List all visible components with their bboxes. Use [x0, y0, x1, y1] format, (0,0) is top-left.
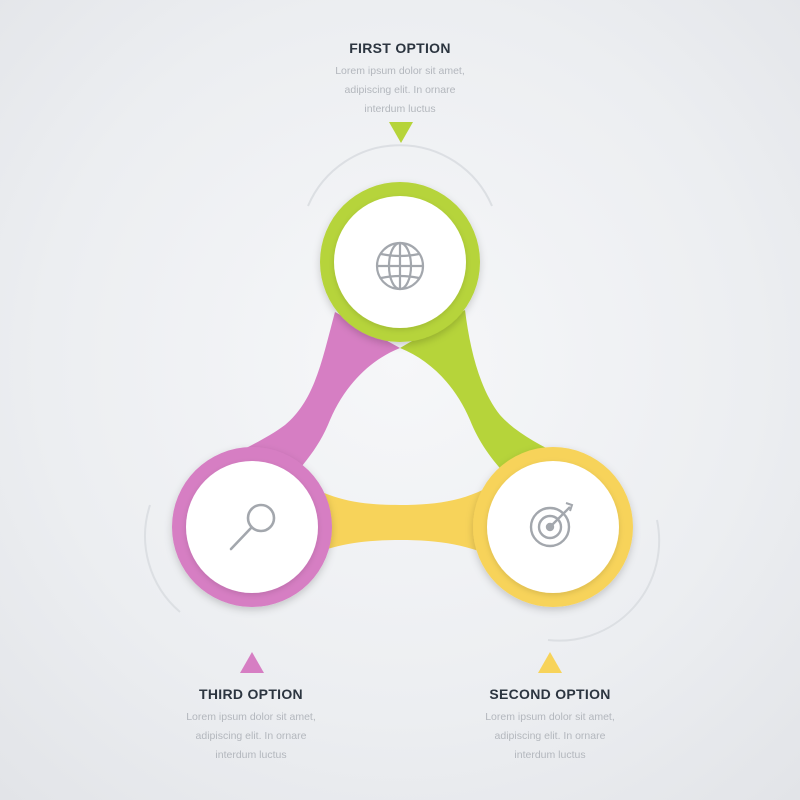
second-option-label: SECOND OPTION Lorem ipsum dolor sit amet… — [430, 686, 670, 765]
first-option-title: FIRST OPTION — [349, 40, 451, 56]
second-option-pointer — [538, 652, 562, 673]
third-option-pointer — [240, 652, 264, 673]
second-option-description: Lorem ipsum dolor sit amet, adipiscing e… — [485, 711, 615, 761]
connector-yellow — [300, 480, 500, 560]
first-option-description: Lorem ipsum dolor sit amet, adipiscing e… — [335, 65, 465, 115]
third-option-description: Lorem ipsum dolor sit amet, adipiscing e… — [186, 711, 316, 761]
magnifier-icon — [229, 503, 276, 551]
second-option-node[interactable] — [473, 447, 633, 607]
globe-icon — [375, 241, 425, 291]
third-option-title: THIRD OPTION — [199, 686, 303, 702]
third-option-node[interactable] — [172, 447, 332, 607]
second-option-title: SECOND OPTION — [489, 686, 611, 702]
first-option-label: FIRST OPTION Lorem ipsum dolor sit amet,… — [280, 40, 520, 119]
first-option-pointer — [389, 122, 413, 143]
third-option-label: THIRD OPTION Lorem ipsum dolor sit amet,… — [131, 686, 371, 765]
background-arcs — [144, 144, 661, 642]
target-icon — [529, 502, 574, 548]
first-option-node[interactable] — [320, 182, 480, 342]
connector-green — [400, 310, 560, 500]
